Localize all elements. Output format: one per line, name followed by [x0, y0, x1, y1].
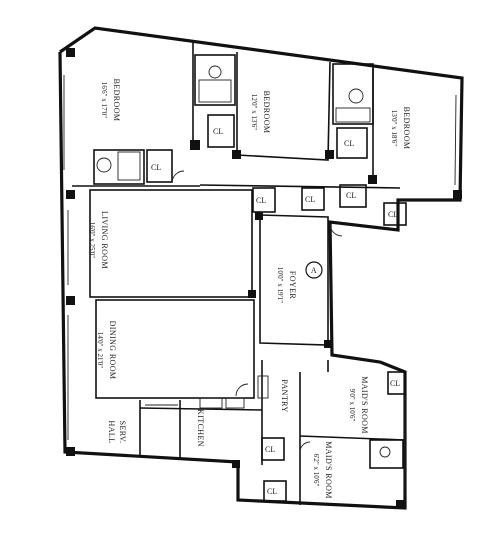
room-kitchen: KITCHEN: [196, 409, 205, 447]
room-bedroom-3: BEDROOM 13'0" x 18'6": [390, 107, 411, 150]
room-dims: 16'6" x 17'0": [100, 82, 108, 118]
bathroom-1: [93, 149, 145, 185]
closet-label: CL: [265, 445, 275, 454]
room-bedroom-2: BEDROOM 12'0" x 13'6": [250, 91, 271, 134]
room-dining: DINING ROOM 14'0" x 21'0": [96, 321, 117, 380]
room-name: BEDROOM: [262, 91, 271, 134]
room-living: LIVING ROOM 16'0" x 25'0": [88, 211, 109, 269]
unit-marker: A: [305, 261, 323, 279]
room-foyer: FOYER 10'0" x 19'1": [276, 267, 297, 303]
room-name: MAID'S ROOM: [360, 376, 369, 434]
room-dims: 14'0" x 21'0": [96, 332, 104, 368]
closet-label: CL: [213, 127, 223, 136]
closet-label: CL: [267, 487, 277, 496]
closet-label: CL: [344, 139, 354, 148]
door-swings: [171, 170, 343, 453]
room-dims: 6'2" x 10'6": [312, 454, 320, 487]
bathroom-2: [194, 54, 236, 106]
room-dims: 16'0" x 25'0": [88, 222, 96, 258]
room-name: FOYER: [288, 271, 297, 299]
room-name: BEDROOM: [112, 79, 121, 122]
outer-walls: [58, 26, 464, 510]
closet-label: CL: [346, 191, 356, 200]
room-name: MAID'S ROOM: [324, 441, 333, 499]
closet-label: CL: [305, 195, 315, 204]
room-name: SERV.: [118, 421, 127, 444]
closet-label: CL: [151, 163, 161, 172]
room-serv-hall: SERV. HALL: [107, 421, 127, 444]
room-dims: 12'0" x 13'6": [250, 94, 258, 130]
closet-label: CL: [388, 210, 398, 219]
room-name: LIVING ROOM: [100, 211, 109, 269]
bathroom-3: [332, 63, 374, 125]
room-dims: 10'0" x 19'1": [276, 267, 284, 303]
closet-labels: CL CL CL CL CL CL CL CL CL CL: [151, 127, 400, 496]
room-bedroom-1: BEDROOM 16'6" x 17'0": [100, 79, 121, 122]
kitchen-fixtures: [145, 375, 269, 409]
bathroom-4: [369, 439, 404, 469]
marker-letter: A: [311, 266, 317, 275]
columns: [66, 48, 462, 509]
closet-label: CL: [390, 379, 400, 388]
room-pantry: PANTRY: [280, 379, 289, 412]
room-name: BEDROOM: [402, 107, 411, 150]
room-maids-1: MAID'S ROOM 9'0" x 10'6": [348, 376, 369, 434]
room-name: PANTRY: [280, 379, 289, 412]
room-dims: 9'0" x 10'6": [348, 389, 356, 422]
room-dims: 13'0" x 18'6": [390, 110, 398, 146]
room-name: DINING ROOM: [108, 321, 117, 380]
windows: [63, 75, 457, 495]
room-maids-2: MAID'S ROOM 6'2" x 10'6": [312, 441, 333, 499]
room-name: KITCHEN: [196, 409, 205, 447]
closets: [146, 114, 407, 502]
closet-label: CL: [256, 196, 266, 205]
room-sub: HALL: [107, 421, 116, 444]
